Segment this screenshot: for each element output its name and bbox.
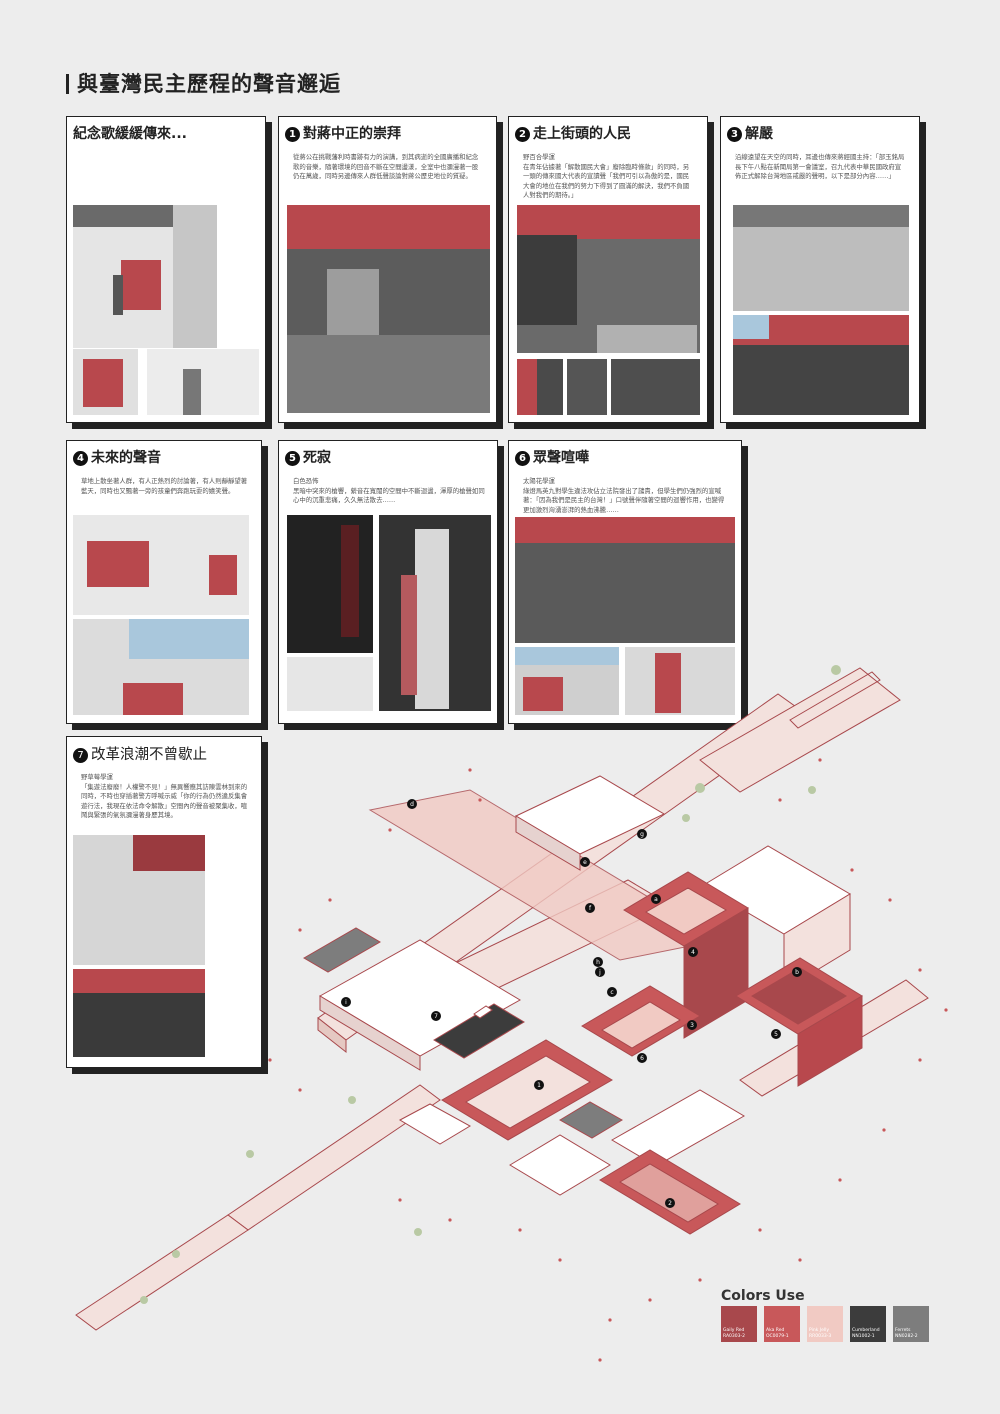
story-card-prelude: 紀念歌緩緩傳來... [66,116,266,423]
card-text: 白色恐怖 黑暗中突來的槍響，縈音在寬闊的空間中不斷迴盪，渾厚的槍聲如同心中的沉重… [293,477,485,505]
card-number: 4 [73,451,88,466]
plan-marker-i: i [345,999,347,1006]
plan-marker-1: 1 [537,1082,541,1089]
render-atrium-1 [515,647,619,715]
render-banners [379,515,491,711]
plan-marker-j: j [598,969,601,976]
card-text: 太陽花學運 綠燈馬英九對學生違法攻佔立法院發出了譴責，但學生們仍強烈的宣喊著：「… [523,477,725,514]
card-title: 眾聲喧嘩 [533,450,589,466]
legend-title: Colors Use [721,1288,805,1304]
render-detail-2 [567,359,607,415]
plan-marker-f: f [589,905,592,912]
card-number: 3 [727,127,742,142]
render-street-hall [517,205,700,353]
render-protest-crowd [73,835,205,965]
plan-marker-7: 7 [434,1013,438,1020]
plan-marker-5: 5 [774,1031,778,1038]
plan-marker-d: d [410,801,414,808]
render-courtyard [733,315,909,415]
card-number: 2 [515,127,530,142]
render-atrium-2 [625,647,735,715]
plan-marker-e: e [583,859,587,866]
render-projection-room [73,969,205,1057]
swatch-cumberland: Cumberland NN1002-1 [850,1306,886,1342]
swatch-aka-red: Aka Red OC0079-1 [764,1306,800,1342]
plan-marker-6: 6 [640,1055,644,1062]
render-detail-1 [517,359,563,415]
card-title: 對蔣中正的崇拜 [303,126,401,142]
card-text: 野百合學運 在青年佔據著「解散國民大會」廢除臨時條款」的同時，另一頭的傳來國大代… [523,153,690,200]
plan-marker-a: a [654,896,658,903]
card-number: 7 [73,748,88,763]
render-shooter [287,657,373,711]
card-text: 從蔣公在挑戰藩利時書跡有力的演講，到其病逝的全國廣播和紀念歌的音樂，隨著環境的回… [293,153,479,181]
plan-marker-2: 2 [668,1200,672,1207]
card-number: 1 [285,127,300,142]
plan-marker-c: c [610,989,613,996]
page-title: 與臺灣民主歷程的聲音邂逅 [66,68,341,98]
card-title: 走上街頭的人民 [533,126,631,142]
render-lawn [73,515,249,615]
swatch-ferrets: Ferrets NN0282-2 [893,1306,929,1342]
card-title: 紀念歌緩緩傳來... [73,126,187,142]
plan-marker-h: h [596,959,600,966]
render-red-room [73,349,138,415]
render-auditorium [287,205,490,413]
render-dark-hall [287,515,373,653]
swatch-gaily-red: Gaily Red RA0303-2 [721,1306,757,1342]
card-text: 沿線遠望在天空的同時，耳邊也傳來蔣經國主持：「部玉銘局長下午八點在新聞局第一會議… [735,153,905,181]
swatch-pink-jelly: Pink Jelly RR0033-3 [807,1306,843,1342]
card-title: 死寂 [303,450,331,466]
render-corridor [73,205,259,457]
card-title: 改革浪潮不曾歇止 [91,747,207,763]
plan-marker-b: b [795,969,799,976]
plan-marker-g: g [640,831,644,838]
card-title: 未來的聲音 [91,450,161,466]
render-sky-view [73,619,249,715]
render-crowd-hall [515,517,735,643]
render-detail-3 [611,359,700,415]
plan-marker-4: 4 [691,949,695,956]
plan-marker-3: 3 [690,1022,694,1029]
render-listener [147,349,259,415]
card-title: 解嚴 [745,126,773,142]
render-stairs [733,205,909,311]
card-text: 草地上散坐著人群，有人正熱烈的討論著，有人則靜靜望著藍天，同時也又飄著一旁的孩童… [81,477,248,495]
card-text: 野草莓學運 「集遊法廢廢！人權警不見！」無異響應其訪陳雲林到來的同時，不時也穿插… [81,773,248,820]
card-number: 5 [285,451,300,466]
card-number: 6 [515,451,530,466]
